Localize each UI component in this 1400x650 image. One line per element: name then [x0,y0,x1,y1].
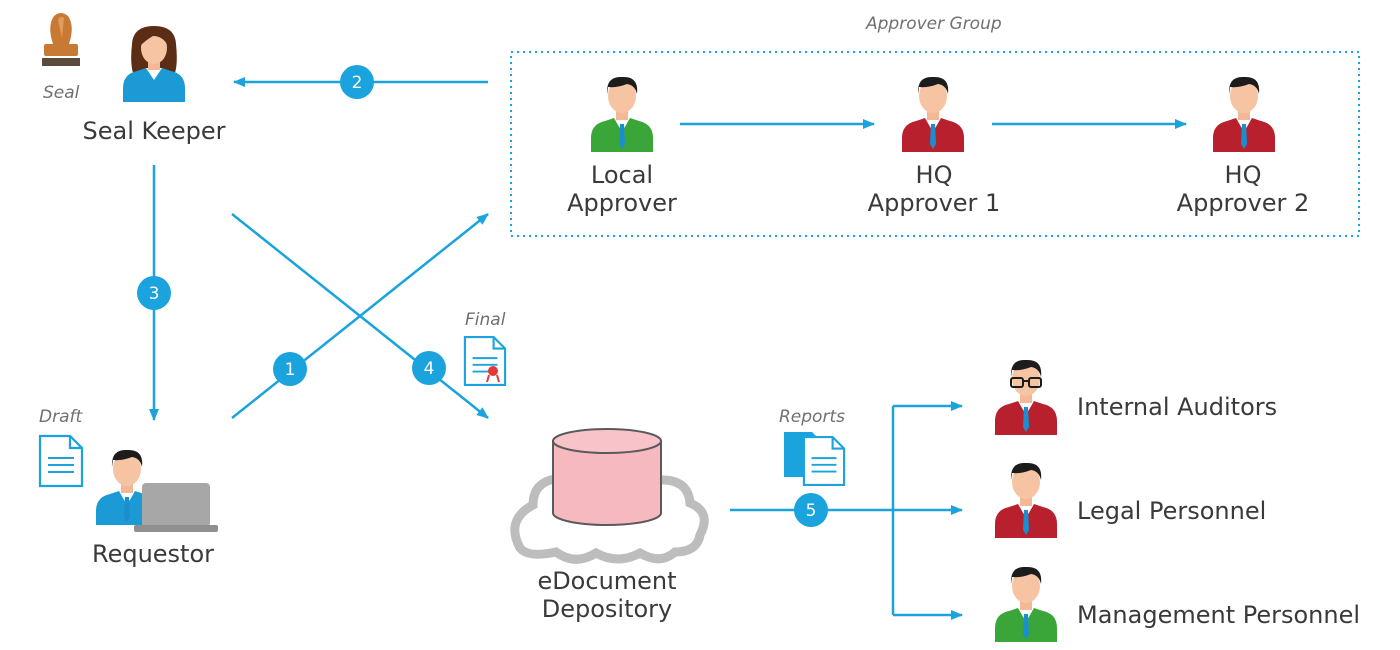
local-approver-line1: Local [590,161,654,189]
hq-approver-2-label: HQ Approver 2 [1163,161,1323,217]
draft-document-icon [38,434,84,488]
laptop-icon [134,483,218,532]
arrows [149,77,1187,620]
depository-line2: Depository [541,595,673,623]
local-approver-label: Local Approver [542,161,702,217]
local-approver-line2: Approver [567,189,677,217]
recipient-management-personnel: Management Personnel [1077,601,1361,629]
seal-stamp-icon [42,13,80,66]
seal-keeper-label: Seal Keeper [82,117,226,145]
hq-approver-1-person-icon [902,76,964,152]
step-badge-2-text: 2 [352,73,363,93]
hq-approver-1-label: HQ Approver 1 [854,161,1014,217]
approver-group-title: Approver Group [866,14,1002,34]
step-badges: 2 3 1 4 5 [137,65,828,527]
step-badge-1: 1 [273,352,307,386]
arrow-sealkeeper-to-depository [231,213,489,419]
reports-caption: Reports [779,407,845,427]
step-badge-5: 5 [794,493,828,527]
hq-approver-2-person-icon [1213,76,1275,152]
certificate-document-icon [463,335,507,387]
depository-line1: eDocument [537,567,677,595]
recipient-internal-auditors: Internal Auditors [1077,393,1278,421]
reports-icon [784,432,846,486]
hq-approver-1-line2: Approver 1 [867,189,1001,217]
database-cloud-icon [510,428,709,564]
local-approver-person-icon [591,76,653,152]
step-badge-3: 3 [137,276,171,310]
recipient-legal-personnel: Legal Personnel [1077,497,1267,525]
draft-caption: Draft [39,407,83,427]
seal-keeper-person-icon [123,26,185,102]
hq-approver-2-line2: Approver 2 [1176,189,1310,217]
hq-approver-1-line1: HQ [915,161,953,189]
step-badge-4-text: 4 [424,359,435,379]
step-badge-1-text: 1 [285,360,296,380]
step-badge-5-text: 5 [806,501,817,521]
step-badge-3-text: 3 [149,284,160,304]
final-caption: Final [465,310,506,330]
hq-approver-2-line1: HQ [1224,161,1262,189]
legal-personnel-person-icon [995,462,1057,538]
step-badge-4: 4 [412,351,446,385]
requestor-label: Requestor [91,540,215,568]
depository-label: eDocument Depository [517,567,697,623]
management-personnel-person-icon [995,566,1057,642]
seal-caption: Seal [43,83,80,103]
glasses-icon [1010,377,1042,388]
step-badge-2: 2 [340,65,374,99]
internal-auditor-person-icon [995,359,1057,435]
